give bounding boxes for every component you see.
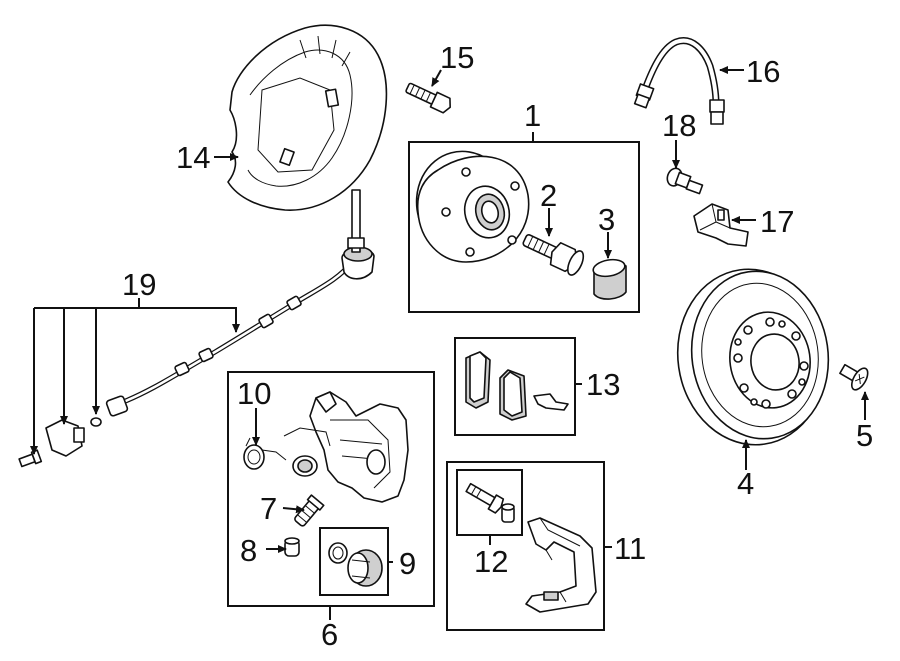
guide-pin-kit-part bbox=[465, 482, 515, 523]
brake-rotor-part bbox=[676, 268, 830, 446]
callout-19: 19 bbox=[122, 267, 156, 302]
brake-pads-part bbox=[465, 351, 569, 421]
wheel-hub-part bbox=[415, 150, 530, 263]
callout-lines bbox=[30, 66, 869, 620]
callout-5: 5 bbox=[856, 418, 873, 453]
rotor-screw-part bbox=[839, 363, 869, 391]
hose-bracket-part bbox=[693, 203, 749, 247]
caliper-spring-part bbox=[243, 437, 287, 470]
hub-group-box bbox=[408, 141, 640, 313]
bleeder-cap-part bbox=[284, 537, 300, 557]
callout-6: 6 bbox=[321, 617, 338, 652]
callout-10: 10 bbox=[237, 376, 271, 411]
shield-bolt-part bbox=[405, 82, 451, 114]
pad-group-box bbox=[454, 337, 576, 436]
callout-1: 1 bbox=[524, 98, 541, 133]
callout-4: 4 bbox=[737, 466, 754, 501]
hose-bolt-part bbox=[666, 167, 704, 195]
dust-cap-part bbox=[592, 258, 627, 300]
callout-18: 18 bbox=[662, 108, 696, 143]
callout-13: 13 bbox=[586, 367, 620, 402]
callout-3: 3 bbox=[598, 202, 615, 237]
callout-16: 16 bbox=[746, 54, 780, 89]
caliper-part bbox=[283, 391, 409, 503]
bleeder-valve-part bbox=[294, 494, 325, 527]
abs-sensor-part bbox=[18, 189, 375, 468]
callout-15: 15 bbox=[440, 40, 474, 75]
brake-hose-part bbox=[633, 37, 725, 125]
callout-12: 12 bbox=[474, 544, 508, 579]
splash-shield-part bbox=[227, 24, 388, 211]
callout-14: 14 bbox=[176, 140, 210, 175]
callout-2: 2 bbox=[540, 178, 557, 213]
callout-7: 7 bbox=[260, 491, 277, 526]
caliper-bracket-part bbox=[525, 517, 597, 613]
callout-11: 11 bbox=[614, 531, 646, 566]
callout-9: 9 bbox=[399, 546, 416, 581]
callout-17: 17 bbox=[760, 204, 794, 239]
callout-8: 8 bbox=[240, 533, 257, 568]
callout-numbers: 1 2 3 4 5 6 7 8 9 10 11 12 13 14 15 16 1… bbox=[122, 40, 873, 652]
piston-seal-kit-part bbox=[328, 542, 383, 587]
hub-bolt-part bbox=[522, 234, 585, 276]
